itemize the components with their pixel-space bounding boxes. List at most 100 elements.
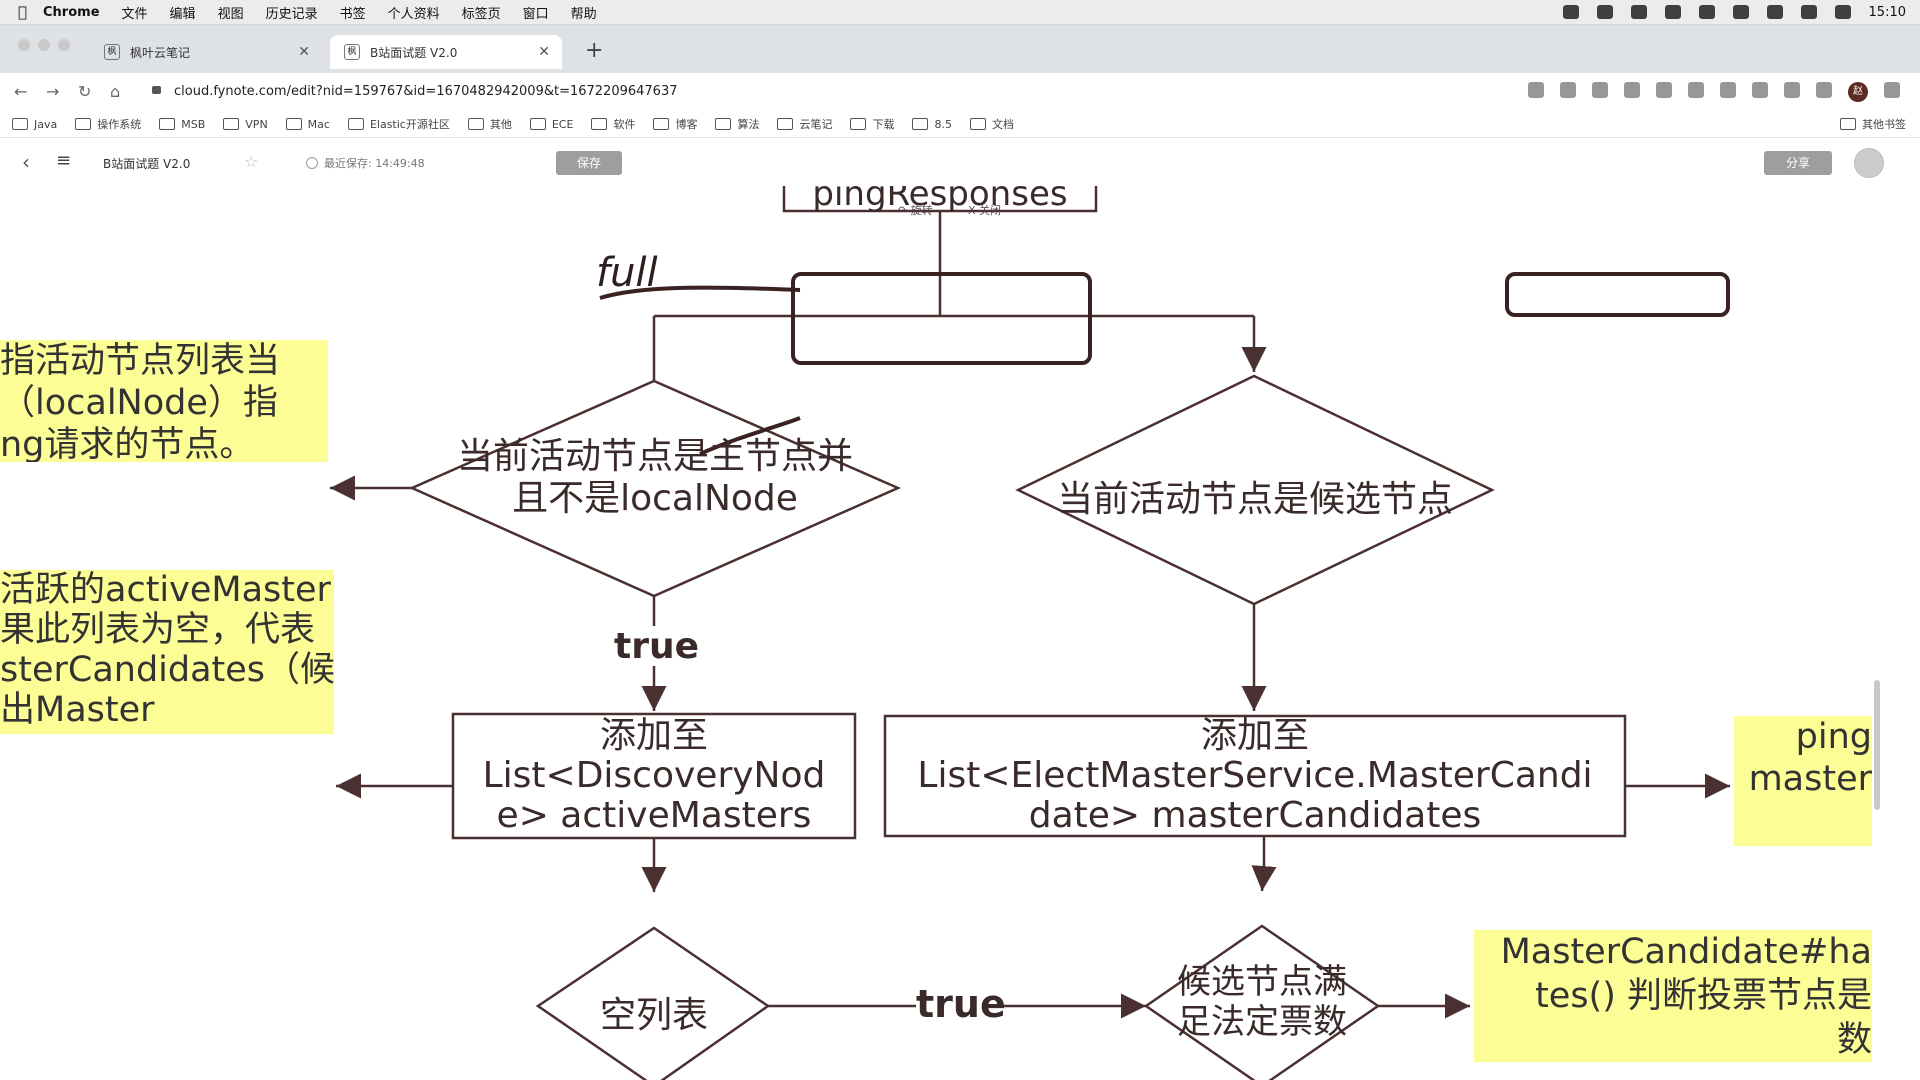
note-active-node-list[interactable]: 指活动节点列表当 （localNode）指 ng请求的节点。 — [0, 340, 328, 462]
bookmark-item[interactable]: Java — [12, 118, 57, 131]
bookmark-item[interactable]: Mac — [285, 118, 330, 131]
tab-notes[interactable]: 枫 枫叶云笔记 ✕ — [90, 35, 322, 69]
bookmark-item[interactable]: Elastic开源社区 — [347, 116, 450, 132]
wifi-icon[interactable] — [1800, 5, 1817, 19]
extension-icon[interactable] — [1752, 82, 1768, 98]
menu-edit[interactable]: 编辑 — [160, 6, 196, 22]
extension-icon[interactable] — [1688, 82, 1704, 98]
tab-favicon-icon: 枫 — [344, 44, 360, 60]
editor-toolbar: ‹ ≡ B站面试题 V2.0 ☆ 最近保存: 14:49:48 保存 分享 — [0, 140, 1920, 184]
menu-help[interactable]: 帮助 — [561, 6, 597, 22]
bookmark-item[interactable]: 8.5 — [912, 118, 952, 131]
save-button[interactable]: 保存 — [556, 151, 622, 175]
extension-icon[interactable] — [1656, 82, 1672, 98]
tab-strip: 枫 枫叶云笔记 ✕ 枫 B站面试题 V2.0 ✕ + — [0, 25, 1920, 73]
extension-icon[interactable] — [1720, 82, 1736, 98]
reload-icon[interactable]: ↻ — [78, 82, 92, 101]
note-ping-master[interactable]: ping master — [1734, 716, 1872, 846]
menu-profiles[interactable]: 个人资料 — [378, 6, 440, 22]
folder-icon — [347, 118, 364, 130]
vertical-scrollbar[interactable] — [1874, 680, 1880, 810]
bookmark-item[interactable]: ECE — [529, 118, 573, 131]
menu-file[interactable]: 文件 — [112, 6, 148, 22]
url-field[interactable]: cloud.fynote.com/edit?nid=159767&id=1670… — [174, 84, 678, 99]
handwritten-annotation: full — [596, 250, 658, 296]
status-icon[interactable] — [1630, 5, 1647, 19]
close-window-button[interactable] — [18, 39, 30, 51]
share-button[interactable]: 分享 — [1764, 151, 1832, 175]
folder-icon — [223, 118, 240, 130]
tab-interview[interactable]: 枫 B站面试题 V2.0 ✕ — [330, 35, 562, 69]
folder-icon — [467, 118, 484, 130]
menu-window[interactable]: 窗口 — [513, 6, 549, 22]
apple-icon[interactable]:  — [18, 3, 27, 21]
flowchart-svg — [330, 186, 1730, 1080]
folder-icon — [912, 118, 929, 130]
puzzle-icon[interactable] — [1784, 82, 1800, 98]
back-arrow-icon[interactable]: ← — [14, 82, 28, 101]
zoom-window-button[interactable] — [58, 39, 70, 51]
home-icon[interactable]: ⌂ — [110, 82, 121, 101]
profile-avatar[interactable]: 赵 — [1848, 82, 1868, 102]
note-active-masters[interactable]: 活跃的activeMaster 果此列表为空，代表 sterCandidates… — [0, 570, 334, 734]
user-avatar[interactable] — [1854, 148, 1884, 178]
bookmark-item[interactable]: 软件 — [591, 116, 635, 132]
bookmark-star-icon[interactable] — [1560, 82, 1576, 98]
check-icon — [306, 157, 318, 169]
lock-icon[interactable] — [152, 86, 161, 94]
folder-icon — [159, 118, 176, 130]
menu-history[interactable]: 历史记录 — [256, 6, 318, 22]
minimize-window-button[interactable] — [38, 39, 50, 51]
bookmark-item[interactable]: 算法 — [715, 116, 759, 132]
folder-icon — [12, 118, 28, 130]
menu-tabs[interactable]: 标签页 — [452, 6, 501, 22]
forward-arrow-icon[interactable]: → — [46, 82, 60, 101]
bookmark-item[interactable]: VPN — [223, 118, 268, 131]
bookmark-item[interactable]: 博客 — [653, 116, 697, 132]
extension-icon[interactable] — [1624, 82, 1640, 98]
diamond-quorum[interactable] — [1143, 924, 1381, 1080]
folder-icon — [285, 118, 302, 130]
new-tab-button[interactable]: + — [585, 38, 604, 63]
handdrawn-stroke — [699, 416, 801, 456]
bluetooth-icon[interactable] — [1766, 5, 1783, 19]
empty-list-text: 空列表 — [599, 995, 708, 1036]
bookmark-item[interactable]: 文档 — [969, 116, 1014, 132]
diamond-empty-list[interactable] — [535, 926, 771, 1080]
extension-icon[interactable] — [1592, 82, 1608, 98]
diamond-left-text: 当前活动节点是主节点并 且不是localNode — [456, 436, 853, 519]
wechat-icon[interactable] — [1596, 5, 1613, 19]
handdrawn-rect-1 — [791, 272, 1092, 365]
menu-bookmarks[interactable]: 书签 — [330, 6, 366, 22]
tab-favicon-icon: 枫 — [104, 44, 120, 60]
bookmark-item[interactable]: 其他 — [467, 116, 512, 132]
close-icon[interactable]: ✕ — [298, 44, 310, 60]
clock[interactable]: 15:10 — [1868, 4, 1906, 20]
status-icon[interactable] — [1562, 5, 1579, 19]
tab-label: 枫叶云笔记 — [130, 45, 191, 60]
bookmark-item[interactable]: 操作系统 — [75, 116, 141, 132]
menu-icon[interactable]: ≡ — [56, 150, 72, 171]
bookmark-item[interactable]: MSB — [159, 118, 205, 131]
control-center-icon[interactable] — [1834, 5, 1851, 19]
address-bar-row: ← → ↻ ⌂ cloud.fynote.com/edit?nid=159767… — [0, 73, 1920, 112]
close-icon[interactable]: ✕ — [538, 44, 550, 60]
search-icon[interactable] — [1698, 5, 1715, 19]
diagram-canvas[interactable]: ↷ 旋转 X 关闭 — [0, 186, 1920, 1080]
note-master-candidate[interactable]: MasterCandidate#ha tes() 判断投票节点是 数 — [1474, 930, 1872, 1062]
back-chevron-icon[interactable]: ‹ — [22, 150, 30, 174]
more-menu-icon[interactable] — [1884, 82, 1900, 98]
battery-icon[interactable] — [1732, 5, 1749, 19]
sidebar-icon[interactable] — [1816, 82, 1832, 98]
status-icon[interactable] — [1664, 5, 1681, 19]
menubar-status-area: 15:10 — [1562, 0, 1906, 24]
bookmark-item[interactable]: 云笔记 — [777, 116, 832, 132]
share-page-icon[interactable] — [1528, 82, 1544, 98]
other-bookmarks[interactable]: 其他书签 — [1840, 111, 1906, 137]
star-icon[interactable]: ☆ — [244, 152, 259, 171]
bookmark-item[interactable]: 下载 — [850, 116, 894, 132]
menu-app-name[interactable]: Chrome — [34, 4, 100, 20]
box-master-candidates[interactable] — [883, 714, 1627, 838]
window-controls — [18, 39, 70, 51]
menu-view[interactable]: 视图 — [208, 6, 244, 22]
